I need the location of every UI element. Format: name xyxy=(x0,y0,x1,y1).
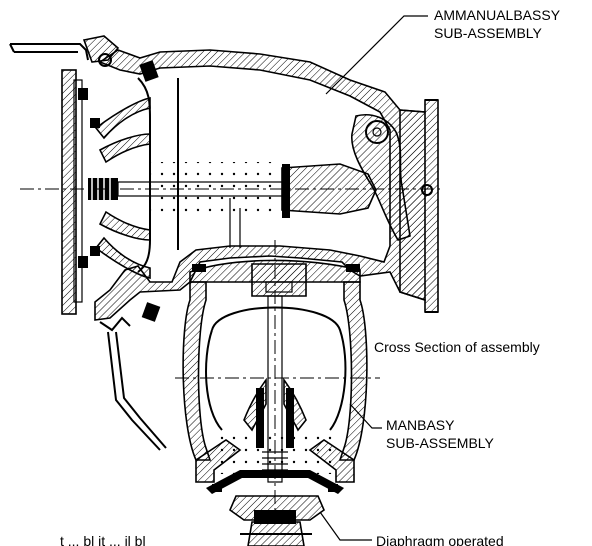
spring-stem xyxy=(20,97,440,279)
upper-subassembly-label-line1: AMMANUALBASSY xyxy=(434,7,561,23)
cover-plate xyxy=(9,35,167,451)
upper-body xyxy=(94,49,439,321)
diaphragm-label: Diaphragm operated xyxy=(376,533,504,546)
cross-section-label: Cross Section of assembly xyxy=(374,339,540,355)
lower-body xyxy=(175,240,380,546)
lower-subassembly-label-line1: MANBASY xyxy=(386,417,455,433)
upper-subassembly-label-line2: SUB-ASSEMBLY xyxy=(434,25,543,41)
lower-subassembly-label-line2: SUB-ASSEMBLY xyxy=(386,435,495,451)
labels: AMMANUALBASSY SUB-ASSEMBLY Cross Section… xyxy=(60,7,561,546)
cut-off-text: t ... bl it ... il bl xyxy=(60,533,146,546)
leader-lines xyxy=(319,15,428,541)
